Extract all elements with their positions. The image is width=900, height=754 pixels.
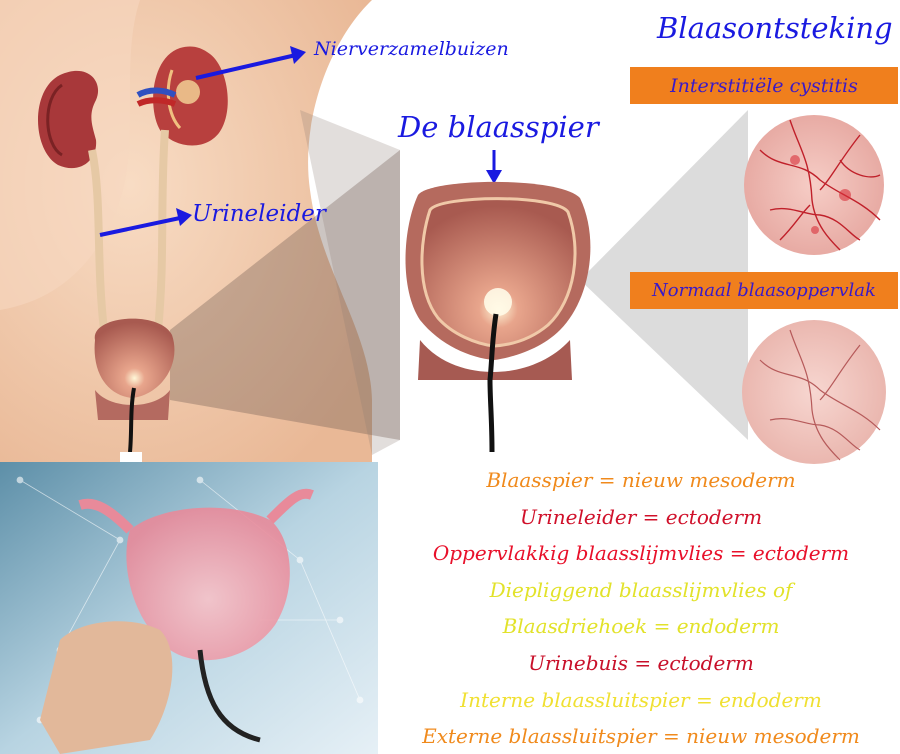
legend-line: Urineleider = ectoderm bbox=[519, 504, 763, 529]
kidney-left-icon bbox=[38, 70, 99, 169]
legend-line: Blaasspier = nieuw mesoderm bbox=[486, 468, 796, 492]
arrow-blaasspier-icon bbox=[486, 150, 502, 184]
ureter-left bbox=[88, 149, 108, 331]
label-blaasspier: De blaasspier bbox=[398, 110, 599, 144]
legend-line: Diepliggend blaasslijmvlies of bbox=[489, 577, 793, 602]
small-bladder-icon bbox=[94, 318, 175, 464]
interstitial-cystitis-circle bbox=[744, 115, 884, 255]
legend-line: Blaasdriehoek = endoderm bbox=[502, 614, 780, 639]
legend-line: Oppervlakkig blaasslijmvlies = ectoderm bbox=[432, 541, 850, 566]
arrow-nierverzamelbuizen-icon bbox=[195, 46, 306, 80]
kidney-right-icon bbox=[136, 46, 228, 146]
legend-line: Externe blaassluitspier = nieuw mesoderm bbox=[422, 724, 860, 749]
zoom-cone-left bbox=[170, 150, 400, 440]
large-bladder-icon bbox=[405, 181, 591, 453]
arrow-urineleider-icon bbox=[99, 208, 192, 237]
label-urineleider: Urineleider bbox=[192, 201, 326, 227]
ureter-right bbox=[154, 129, 169, 331]
photo-doctor-stethoscope bbox=[0, 462, 378, 754]
normal-surface-circle bbox=[742, 320, 886, 464]
banner-interstitial-cystitis: Interstitiële cystitis bbox=[630, 67, 898, 104]
diagram-title: Blaasontsteking bbox=[657, 11, 893, 45]
legend-line: Urinebuis = ectoderm bbox=[528, 650, 754, 675]
banner-normal-surface: Normaal blaasoppervlak bbox=[630, 272, 898, 309]
legend-line: Interne blaassluitspier = endoderm bbox=[460, 687, 822, 712]
label-nierverzamelbuizen: Nierverzamelbuizen bbox=[314, 38, 509, 60]
tissue-origin-legend: Blaasspier = nieuw mesoderm Urineleider … bbox=[386, 462, 896, 754]
